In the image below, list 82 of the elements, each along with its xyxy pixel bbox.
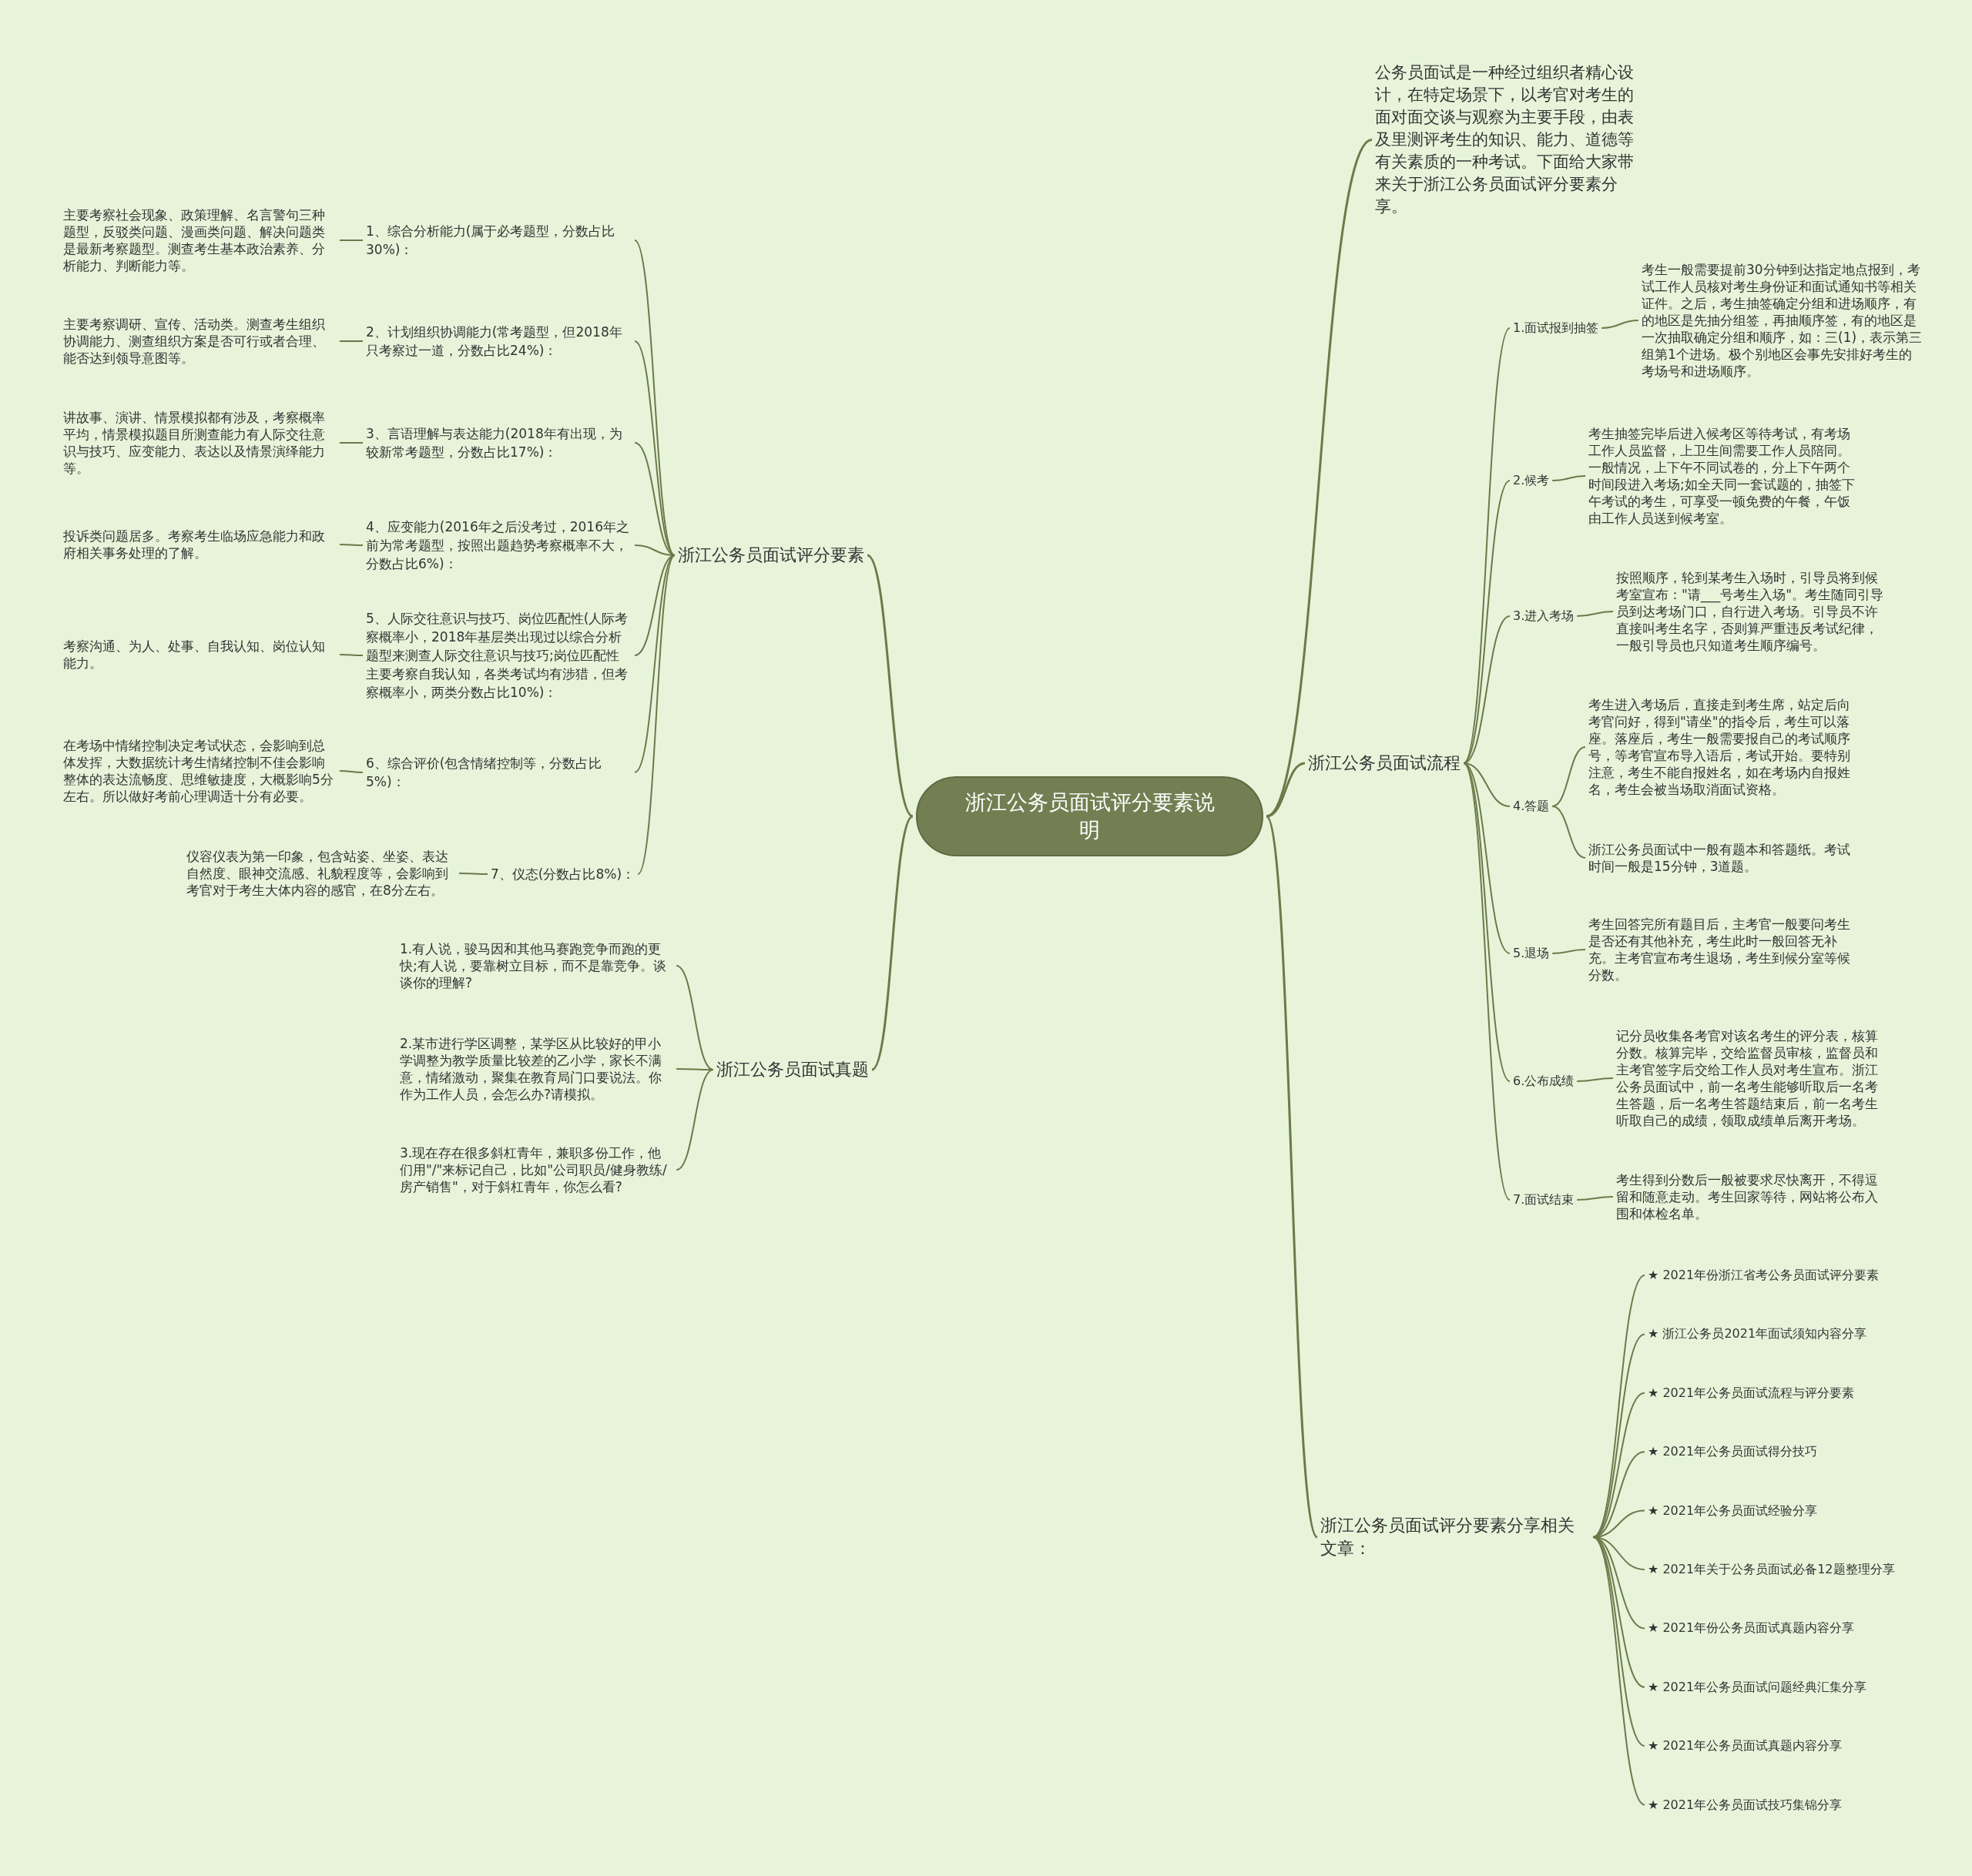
subtopic-text: 4、应变能力(2016年之后没考过，2016年之前为常考题型，按照出题趋势考察概率不大，分数占比6%)： — [366, 518, 632, 573]
step-text: 4.答题 — [1513, 798, 1550, 815]
step-text: 7.面试结束 — [1513, 1191, 1575, 1208]
subtopic-text: 7、仪态(分数占比8%)： — [491, 865, 636, 883]
detail-text: 考生抽签完毕后进入候考区等待考试，有考场工作人员监督，上卫生间需要工作人员陪同。一般情况，上下午不同试卷的，分上下午两个时间段进入考场;如全天同一套试题的，抽签下午考试的考生，可享受一顿免费的午餐，午饭由工作人员送到候考室。 — [1588, 425, 1862, 527]
connector-line — [1463, 480, 1511, 764]
detail-text: 主要考察调研、宣传、活动类。测查考生组织协调能力、测查组织方案是否可行或者合理、能否达到领导意图等。 — [63, 316, 337, 367]
step-text: 6.公布成绩 — [1513, 1073, 1575, 1090]
detail-text: 在考场中情绪控制决定考试状态，会影响到总体发挥，大数据统计考生情绪控制不佳会影响整体的表达流畅度、思维敏捷度，大概影响5分左右。所以做好考前心理调适十分有必要。 — [63, 737, 337, 805]
subtopic-text: 5、人际交往意识与技巧、岗位匹配性(人际考察概率小，2018年基层类出现过以综合分析题型来测查人际交往意识与技巧;岗位匹配性主要考察自我认知，各类考试均有涉猎，但考察概率小，两类分数占比10%)： — [366, 609, 632, 702]
connector-line — [339, 442, 364, 444]
connector-line — [1463, 327, 1511, 764]
article-link-text: ★ 2021年份浙江省考公务员面试评分要素 — [1648, 1267, 1880, 1284]
connector-line — [1576, 1196, 1614, 1201]
detail-text: 考生一般需要提前30分钟到达指定地点报到，考试工作人员核对考生身份证和面试通知书等相关证件。之后，考生抽签确定分组和进场顺序，有的地区是先抽分组签，再抽顺序签，有的地区是一次抽取确定分组和顺序，如：三(1)，表示第三组第1个进场。极个别地区会事先安排好考生的考场号和进场顺序。 — [1642, 261, 1923, 380]
article-link-text: ★ 2021年份公务员面试真题内容分享 — [1648, 1620, 1855, 1637]
article-link-text: ★ 2021年公务员面试经验分享 — [1648, 1502, 1818, 1519]
connector-line — [1551, 949, 1586, 954]
detail-text: 考生得到分数后一般被要求尽快离开，不得逗留和随意走动。考生回家等待，网站将公布入围和体检名单。 — [1616, 1171, 1890, 1222]
branch-topic: 浙江公务员面试真题 — [716, 1058, 869, 1081]
subtopic-text: 2、计划组织协调能力(常考题型，但2018年只考察过一道，分数占比24%)： — [366, 323, 632, 360]
subtopic-text: 1、综合分析能力(属于必考题型，分数占比30%)： — [366, 222, 632, 259]
connector-line — [339, 544, 364, 546]
step-text: 1.面试报到抽签 — [1513, 320, 1599, 337]
connector-line — [1592, 1536, 1645, 1688]
question-text: 2.某市进行学区调整，某学区从比较好的甲小学调整为教学质量比较差的乙小学，家长不满意，情绪激动，聚集在教育局门口要说法。你作为工作人员，会怎么办?请模拟。 — [400, 1035, 673, 1103]
root-topic: 浙江公务员面试评分要素说明 — [916, 776, 1263, 856]
connector-line — [339, 654, 364, 656]
intro-text: 公务员面试是一种经过组织者精心设计，在特定场景下，以考官对考生的面对面交谈与观察为主要手段，由表及里测评考生的知识、能力、道德等有关素质的一种考试。下面给大家带来关于浙江公务员面试评分要素分享。 — [1375, 62, 1641, 218]
article-link-text: ★ 2021年公务员面试技巧集锦分享 — [1648, 1796, 1843, 1814]
connector-line — [866, 554, 914, 818]
connector-line — [634, 442, 676, 556]
step-text: 5.退场 — [1513, 945, 1550, 962]
connector-line — [458, 873, 488, 875]
detail-text: 考察沟通、为人、处事、自我认知、岗位认知能力。 — [63, 638, 337, 672]
branch-topic: 浙江公务员面试评分要素 — [678, 544, 864, 567]
connector-line — [1551, 746, 1586, 807]
article-link-text: ★ 2021年公务员面试问题经典汇集分享 — [1648, 1678, 1867, 1696]
question-text: 1.有人说，骏马因和其他马赛跑竞争而跑的更快;有人说，要靠树立目标，而不是靠竞争。谈谈你的理解? — [400, 940, 673, 991]
article-link-text: ★ 2021年关于公务员面试必备12题整理分享 — [1648, 1561, 1895, 1578]
connector-line — [634, 340, 676, 556]
branch-topic: 浙江公务员面试评分要素分享相关文章： — [1320, 1514, 1590, 1560]
connector-line — [1592, 1333, 1645, 1538]
article-link-text: ★ 浙江公务员2021年面试须知内容分享 — [1648, 1325, 1867, 1343]
connector-line — [634, 554, 676, 773]
connector-line — [1265, 816, 1319, 1538]
connector-line — [1576, 1077, 1614, 1082]
connector-line — [1592, 1536, 1645, 1806]
connector-line — [676, 1069, 714, 1171]
connector-line — [1463, 762, 1511, 1201]
question-text: 3.现在存在很多斜杠青年，兼职多份工作，他们用"/"来标记自己，比如"公司职员/健身教练/房产销售"，对于斜杠青年，你怎么看? — [400, 1144, 673, 1195]
branch-topic: 浙江公务员面试流程 — [1308, 752, 1461, 775]
detail-text: 讲故事、演讲、情景模拟都有涉及，考察概率平均，情景模拟题目所测查能力有人际交往意识与技巧、应变能力、表达以及情景演绎能力等。 — [63, 409, 337, 477]
connector-line — [1266, 762, 1306, 818]
connector-line — [339, 240, 364, 241]
connector-line — [339, 340, 364, 342]
connector-line — [870, 815, 914, 1071]
connector-line — [1576, 611, 1614, 617]
subtopic-text: 6、综合评价(包含情绪控制等，分数占比5%)： — [366, 754, 632, 791]
connector-line — [1463, 615, 1511, 764]
connector-line — [634, 240, 676, 556]
article-link-text: ★ 2021年公务员面试真题内容分享 — [1648, 1737, 1843, 1755]
connector-line — [1551, 806, 1586, 859]
detail-text: 主要考察社会现象、政策理解、名言警句三种题型，反驳类问题、漫画类问题、解决问题类是最新考察题型。测查考生基本政治素养、分析能力、判断能力等。 — [63, 206, 337, 274]
detail-text: 投诉类问题居多。考察考生临场应急能力和政府相关事务处理的了解。 — [63, 528, 337, 561]
detail-text: 按照顺序，轮到某考生入场时，引导员将到候考室宣布："请___号考生入场"。考生随同引导员到达考场门口，自行进入考场。引导员不许直接叫考生名字，否则算严重违反考试纪律，一般引导员也只知道考生顺序编号。 — [1616, 569, 1890, 654]
article-link-text: ★ 2021年公务员面试流程与评分要素 — [1648, 1384, 1855, 1402]
connector-line — [637, 554, 676, 875]
subtopic-text: 3、言语理解与表达能力(2018年有出现，为较新常考题型，分数占比17%)： — [366, 424, 632, 461]
connector-line — [1551, 475, 1586, 481]
detail-text: 考生进入考场后，直接走到考生席，站定后向考官问好，得到"请坐"的指令后，考生可以落座。落座后，考生一般需要报自己的考试顺序号，等考官宣布导入语后，考试开始。要特别注意，考生不能自报姓名，如在考场内自报姓名，考生会被当场取消面试资格。 — [1588, 696, 1862, 798]
detail-text: 记分员收集各考官对该名考生的评分表，核算分数。核算完毕，交给监督员审核，监督员和主考官签字后交给工作人员对考生宣布。浙江公务员面试中，前一名考生能够听取后一名考生答题，后一名考生答题结束后，前一名考生听取自己的成绩，领取成绩单后离开考场。 — [1616, 1027, 1890, 1129]
detail-text: 仪容仪表为第一印象，包含站姿、坐姿、表达自然度、眼神交流感、礼貌程度等，会影响到考官对于考生大体内容的感官，在8分左右。 — [186, 848, 456, 899]
connector-line — [676, 965, 714, 1070]
detail-text: 考生回答完所有题目后，主考官一般要问考生是否还有其他补充，考生此时一般回答无补充。主考官宣布考生退场，考生到候分室等候分数。 — [1588, 916, 1862, 983]
detail-text: 浙江公务员面试中一般有题本和答题纸。考试时间一般是15分钟，3道题。 — [1588, 841, 1862, 875]
article-link-text: ★ 2021年公务员面试得分技巧 — [1648, 1443, 1818, 1461]
step-text: 2.候考 — [1513, 472, 1550, 489]
step-text: 3.进入考场 — [1513, 608, 1575, 625]
connector-line — [634, 554, 676, 656]
connector-line — [339, 770, 364, 773]
connector-line — [1601, 320, 1639, 329]
